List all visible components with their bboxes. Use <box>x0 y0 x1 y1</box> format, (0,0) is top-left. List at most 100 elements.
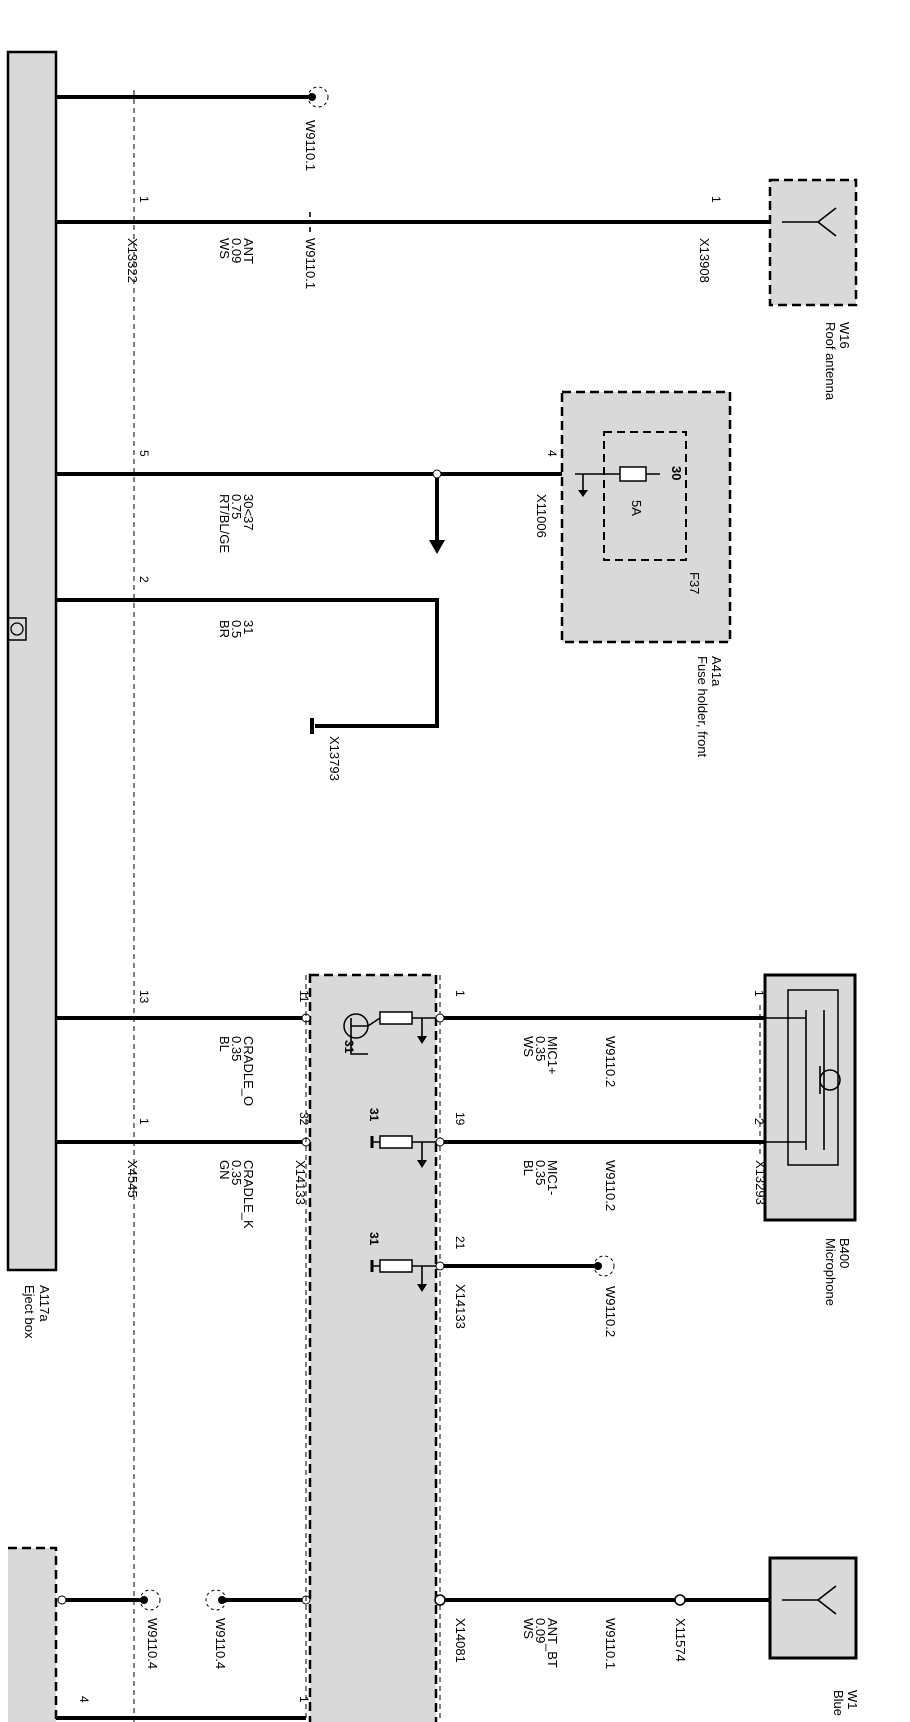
ground-31-b: 31 <box>367 1108 381 1122</box>
fuse-holder-id: A41a <box>709 656 724 687</box>
fuse-id: F37 <box>687 572 702 594</box>
wire-cradle-k <box>56 1137 311 1147</box>
eject-box-module <box>6 50 58 1272</box>
wire-pwr-signal: 30<37 <box>241 494 256 531</box>
wire-cradle-o-color: BL <box>217 1036 232 1052</box>
pin-bottom-left: 4 <box>77 1696 91 1703</box>
wire-top-splice <box>56 86 329 108</box>
splice-label-8: W9110.4 <box>213 1618 228 1669</box>
eject-box-name: Eject box <box>22 1285 37 1339</box>
pin-ant-right: 1 <box>709 196 723 203</box>
fuse-holder-box <box>560 390 732 644</box>
pin-mic-2: 2 <box>752 1118 766 1125</box>
pin-bottom-right: 1 <box>297 1696 311 1703</box>
wire-cradle-k-signal: CRADLE_K <box>241 1160 256 1229</box>
bt-antenna-name: Blue <box>831 1690 846 1716</box>
wire-mic1m-signal: MIC1- <box>545 1160 560 1195</box>
wire-ant <box>56 209 797 235</box>
connector-x13908: X13908 <box>697 238 712 283</box>
connector-x4545: X4545 <box>125 1160 140 1198</box>
resistor-3-icon <box>370 1259 440 1292</box>
splice-label-7: W9110.4 <box>145 1618 160 1669</box>
pin-ant-left: 1 <box>137 196 151 203</box>
wire-pwr-size: 0.75 <box>229 494 244 519</box>
antenna-icon <box>782 207 837 237</box>
pin-pwr-left: 5 <box>137 450 151 457</box>
pin-gnd: 2 <box>137 576 151 583</box>
resistor-2-icon <box>370 1135 440 1168</box>
wire-ant-color: WS <box>217 238 232 259</box>
wire-mic1-minus <box>435 1137 765 1147</box>
wire-gnd-color: BR <box>217 620 232 638</box>
splice-label-3: W9110.2 <box>603 1036 618 1087</box>
fuse-icon <box>575 466 660 497</box>
bottom-left-component <box>8 1546 58 1722</box>
splice-label-2: W9110.1 <box>303 238 318 289</box>
splice-label-5: W9110.2 <box>603 1286 618 1337</box>
pin-mic1p-module: 1 <box>453 990 467 997</box>
splice-label-1: W9110.1 <box>303 120 318 171</box>
eject-box-id: A117a <box>37 1285 52 1322</box>
fuse-holder-name: Fuse holder, front <box>695 656 710 758</box>
wire-ant-bt-size: 0.09 <box>533 1618 548 1643</box>
wire-ant-size: 0.09 <box>229 238 244 263</box>
microphone-id: B400 <box>837 1238 852 1268</box>
wire-cradle-o <box>56 1013 311 1023</box>
eject-box-symbol <box>7 617 27 641</box>
pin-mic-1: 1 <box>752 990 766 997</box>
wire-ground <box>56 598 439 734</box>
wire-gnd-signal: 31 <box>241 620 256 634</box>
wire-bottom <box>56 1589 311 1720</box>
wire-cradle-k-size: 0.35 <box>229 1160 244 1185</box>
wire-ant-bt-signal: ANT_BT <box>545 1618 560 1668</box>
wire-ant-bt <box>434 1594 770 1606</box>
wire-cradle-o-signal: CRADLE_O <box>241 1036 256 1106</box>
connector-x11006: X11006 <box>534 494 549 538</box>
wire-mic1p-color: WS <box>521 1036 536 1057</box>
roof-antenna-id: W16 <box>837 322 852 349</box>
wire-gnd-size: 0.5 <box>229 620 244 638</box>
wire-mic1-plus <box>435 1013 765 1023</box>
connector-x13793: X13793 <box>327 736 342 781</box>
roof-antenna-box <box>768 178 858 307</box>
bt-antenna-id: W1 <box>845 1690 860 1710</box>
pin-mic1m-module: 19 <box>453 1112 467 1126</box>
pin-cradle-o-right: 11 <box>297 990 311 1003</box>
connector-x14133-b: X14133 <box>453 1284 468 1329</box>
wire-power <box>56 469 575 554</box>
connector-x11574: X11574 <box>673 1618 688 1662</box>
pin-21: 21 <box>453 1236 467 1250</box>
wire-pwr-color: RT/BL/GE <box>217 494 232 553</box>
pin-cradle-k-left: 1 <box>137 1118 151 1125</box>
pin-cradle-o-left: 13 <box>137 990 151 1004</box>
microphone-icon <box>765 989 841 1166</box>
central-module <box>308 973 438 1722</box>
bt-antenna-icon <box>782 1585 837 1615</box>
bt-antenna-box <box>768 1556 858 1660</box>
microphone-box <box>763 973 857 1222</box>
splice-label-6: W9110.1 <box>603 1618 618 1669</box>
connector-x14081: X14081 <box>453 1618 468 1663</box>
roof-antenna-name: Roof antenna <box>823 322 838 401</box>
wire-pin-21 <box>435 1255 615 1277</box>
fuse-terminal: 30 <box>669 466 684 480</box>
pin-cradle-k-right: 32 <box>297 1112 311 1126</box>
fuse-rating: 5A <box>629 500 644 516</box>
wire-mic1m-color: BL <box>521 1160 536 1176</box>
splice-label-4: W9110.2 <box>603 1160 618 1211</box>
ground-31-c: 31 <box>367 1232 381 1246</box>
fuse-f37-box <box>603 431 687 561</box>
connector-x14133-a: X14133 <box>293 1160 308 1205</box>
wire-cradle-o-size: 0.35 <box>229 1036 244 1061</box>
wire-mic1m-size: 0.35 <box>533 1160 548 1185</box>
connector-x13322: X13322 <box>125 238 140 283</box>
transistor-icon <box>343 1011 440 1055</box>
wire-mic1p-signal: MIC1+ <box>545 1036 560 1075</box>
pin-pwr-right: 4 <box>545 450 559 457</box>
wire-ant-signal: ANT <box>241 238 256 264</box>
wire-ant-bt-color: WS <box>521 1618 536 1639</box>
wire-mic1p-size: 0.35 <box>533 1036 548 1061</box>
microphone-name: Microphone <box>823 1238 838 1306</box>
